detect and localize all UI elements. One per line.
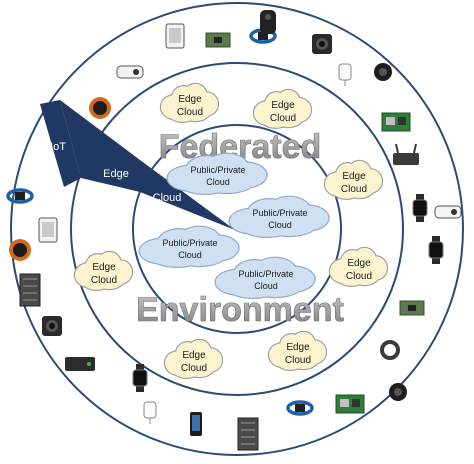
dash-button-icon [116,65,144,79]
public-private-cloud-label-line1: Public/Private [162,238,217,248]
federated-watermark: Federated [159,128,322,166]
edge-cloud-layer: EdgeCloudEdgeCloudEdgeCloudEdgeCloudEdge… [73,82,389,379]
smart-plug-icon [143,401,157,424]
smartwatch-icon [132,364,148,392]
security-camera-icon [42,316,62,336]
security-camera-icon [312,34,332,54]
edge-cloud-label-line2: Cloud [270,113,296,124]
edge-cloud-label-line2: Cloud [177,107,203,118]
smartphone-icon [190,412,202,436]
fitness-band-icon [286,400,314,416]
circuit-board-icon [205,32,231,48]
fitness-band-icon [6,188,34,204]
edge-cloud-label-line1: Edge [178,94,202,105]
edge-cloud-label-line1: Edge [347,258,371,269]
wedge-cloud-segment [140,160,235,230]
server-icon [237,417,259,451]
edge-cloud-label-line2: Cloud [91,275,117,286]
thermostat-icon [89,97,111,119]
raspberry-pi-icon [335,394,365,414]
public-private-cloud-label-line1: Public/Private [190,165,245,175]
edge-cloud-label-line2: Cloud [341,184,367,195]
dash-button-icon [434,205,462,219]
smartwatch-icon [428,236,444,264]
public-private-cloud-label-line2: Cloud [206,177,230,187]
public-private-cloud-label-line2: Cloud [254,281,278,291]
smart-plug-icon [338,63,352,86]
thermostat-icon [9,239,31,261]
iot-layer-label: IoT [50,141,66,153]
network-gateway-icon [65,357,95,371]
smartwatch-icon [412,194,428,222]
server-icon [19,273,41,307]
wedge-edge-segment [60,100,140,192]
webcam-icon [374,63,392,81]
edge-cloud-label-line1: Edge [342,171,366,182]
smart-speaker-icon [260,10,276,34]
public-private-cloud-label-line1: Public/Private [238,269,293,279]
circuit-board-icon [399,300,425,316]
tablet-device-icon [38,217,58,243]
ring-device-icon [380,340,400,360]
webcam-icon [389,383,407,401]
core-cloud-layer: Public/PrivateCloudPublic/PrivateCloudPu… [138,152,330,299]
edge-layer-label: Edge [103,168,129,180]
edge-cloud-label-line1: Edge [286,342,310,353]
layer-wedge: IoT Edge Cloud [40,100,235,230]
cloud-layer-label: Cloud [153,192,182,204]
tablet-device-icon [165,23,185,49]
public-private-cloud-label-line2: Cloud [178,250,202,260]
edge-cloud-label-line1: Edge [92,262,116,273]
edge-cloud-label-line1: Edge [182,350,206,361]
edge-cloud-label-line1: Edge [271,100,295,111]
raspberry-pi-icon [381,112,411,132]
iot-device-layer [6,10,462,451]
edge-cloud-label-line2: Cloud [181,363,207,374]
public-private-cloud-label-line1: Public/Private [252,208,307,218]
edge-cloud-label-line2: Cloud [346,271,372,282]
router-icon [393,143,419,165]
public-private-cloud-label-line2: Cloud [268,220,292,230]
wedge-iot-segment [40,100,81,187]
edge-cloud-label-line2: Cloud [285,355,311,366]
